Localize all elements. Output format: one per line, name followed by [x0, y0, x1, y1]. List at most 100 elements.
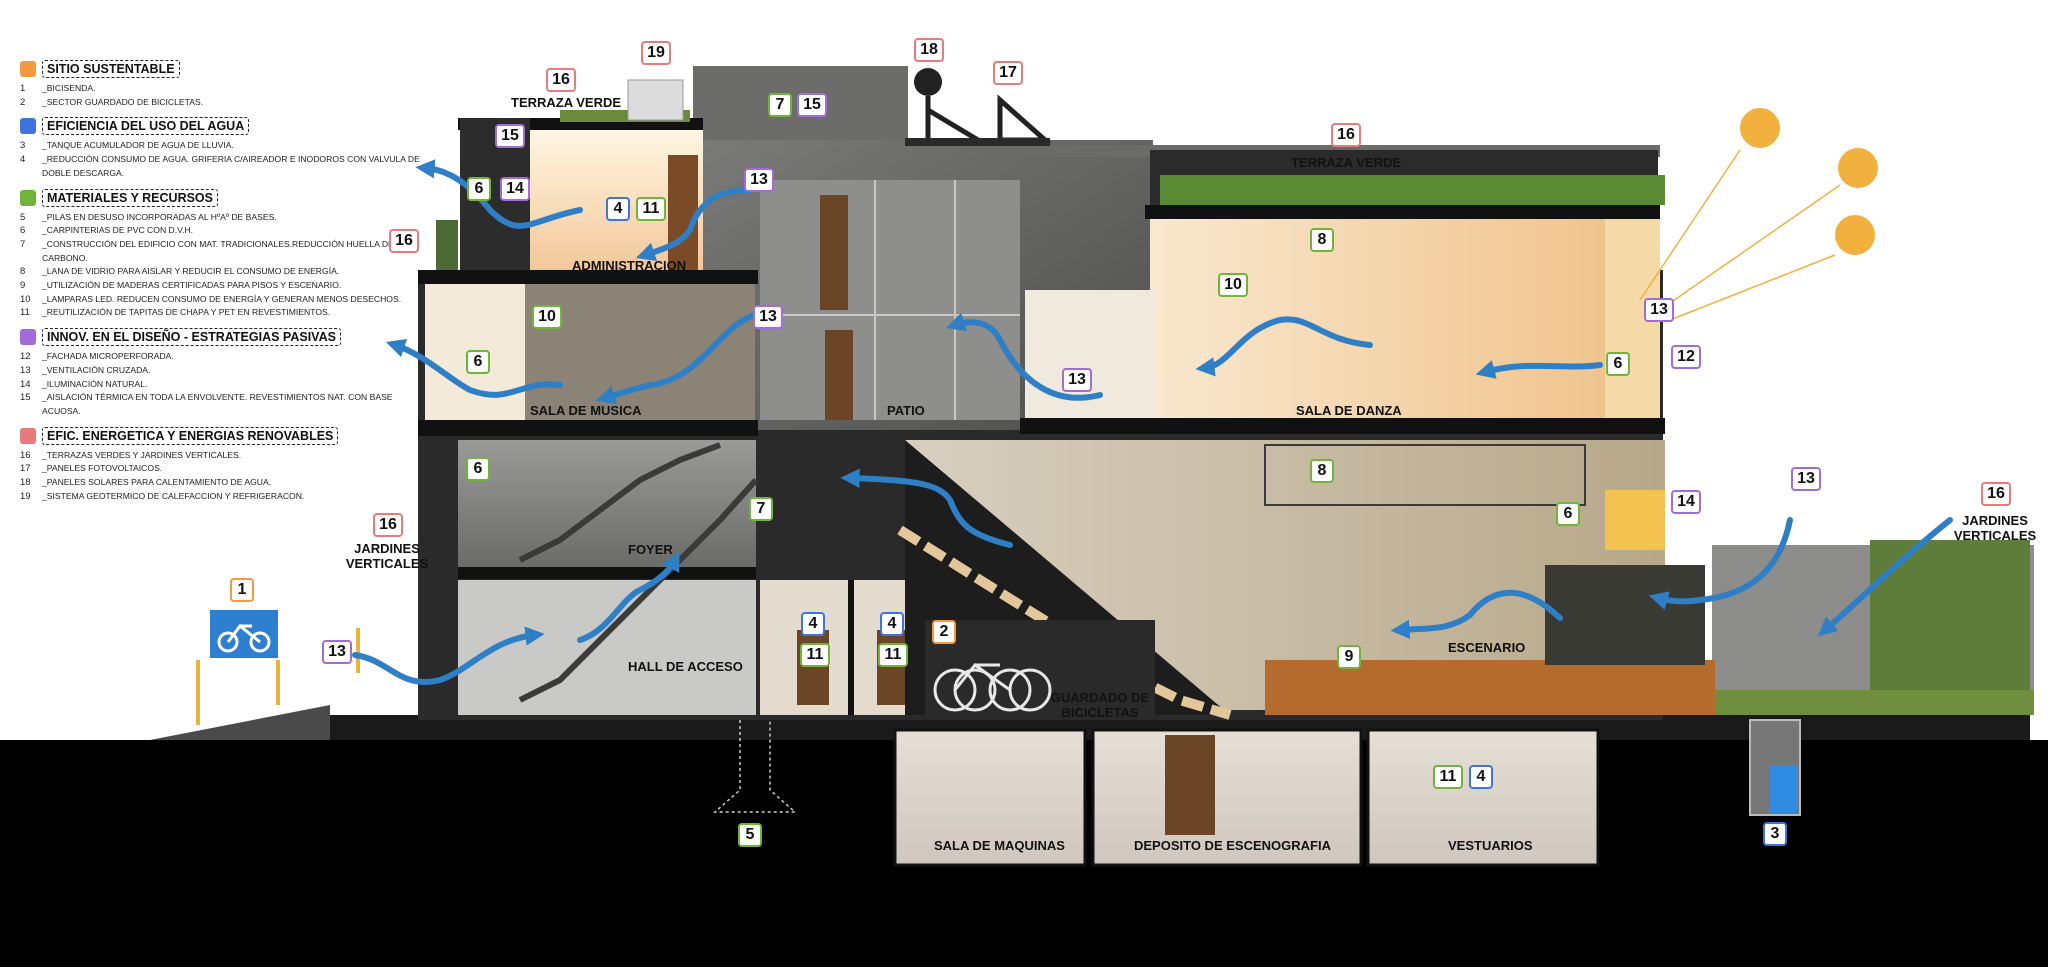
- door: [668, 155, 698, 270]
- badge-14: 14: [1671, 490, 1701, 514]
- badge-13: 13: [744, 168, 774, 192]
- badge-7: 7: [768, 93, 792, 117]
- badge-11: 11: [800, 643, 830, 667]
- legend-item: 12_FACHADA MICROPERFORADA.: [20, 351, 174, 363]
- badge-12: 12: [1671, 345, 1701, 369]
- bicycle-icon: [933, 662, 1052, 712]
- room-deposito: [1091, 728, 1363, 867]
- swatch-green: [20, 189, 36, 206]
- label-terraza-verde: TERRAZA VERDE: [1291, 155, 1402, 170]
- legend-section-renovables: EFIC. ENERGETICA Y ENERGIAS RENOVABLES 1…: [20, 426, 420, 504]
- airflow-arrows: [352, 159, 1953, 685]
- legend-section-sitio: SITIO SUSTENTABLE 1_BICISENDA. 2_SECTOR …: [20, 60, 420, 109]
- legend-item: 18_PANELES SOLARES PARA CALENTAMIENTO DE…: [20, 477, 272, 489]
- legend-item: 2_SECTOR GUARDADO DE BICICLETAS.: [20, 96, 204, 108]
- label-sala-danza: SALA DE DANZA: [1296, 403, 1402, 418]
- legend-title: EFIC. ENERGETICA Y ENERGIAS RENOVABLES: [42, 426, 339, 445]
- legend-section-agua: EFICIENCIA DEL USO DEL AGUA 3_TANQUE ACU…: [20, 117, 420, 180]
- swatch-pink: [20, 427, 36, 444]
- badge-2: 2: [932, 620, 956, 644]
- badge-7: 7: [749, 497, 773, 521]
- stage-lighting: [1264, 444, 1586, 506]
- lawn: [1712, 690, 2034, 715]
- badge-4: 4: [801, 612, 825, 636]
- legend-item: 3_TANQUE ACUMULADOR DE AGUA DE LLUVIA.: [20, 140, 234, 152]
- badge-13: 13: [322, 640, 352, 664]
- label-guardado-bicicletas: GUARDADO DE BICICLETAS: [1050, 690, 1150, 720]
- badge-13: 13: [753, 305, 783, 329]
- badge-11: 11: [636, 197, 666, 221]
- bicycle-parking: [925, 620, 1155, 715]
- solar-panels: [905, 68, 1052, 146]
- label-terraza-verde: TERRAZA VERDE: [511, 95, 622, 110]
- label-hall-acceso: HALL DE ACCESO: [628, 659, 743, 674]
- legend-item: 1_BICISENDA.: [20, 83, 96, 94]
- stage-wing: [1545, 565, 1705, 665]
- legend-item: 7_CONSTRUCCIÓN DEL EDIFICIO CON MAT. TRA…: [20, 238, 394, 263]
- badge-13: 13: [1644, 298, 1674, 322]
- patio-glass: [760, 180, 1020, 420]
- sun-rays: [1639, 149, 1841, 321]
- ramp: [150, 705, 330, 740]
- light-well: [1605, 490, 1665, 550]
- badge-6: 6: [1556, 502, 1580, 526]
- badge-18: 18: [914, 38, 944, 62]
- badge-16: 16: [1331, 123, 1361, 147]
- bicycle-icon: [217, 623, 271, 653]
- label-sala-musica: SALA DE MUSICA: [530, 403, 642, 418]
- legend: SITIO SUSTENTABLE 1_BICISENDA. 2_SECTOR …: [20, 60, 420, 511]
- label-jardines-verticales: JARDINES VERTICALES: [1953, 513, 2037, 543]
- label-jardines-verticales: JARDINES VERTICALES: [345, 541, 429, 571]
- badge-4: 4: [1469, 765, 1493, 789]
- green-roof-danza: [1160, 175, 1665, 205]
- badge-6: 6: [466, 350, 490, 374]
- label-escenario: ESCENARIO: [1448, 640, 1526, 655]
- badge-13: 13: [1791, 467, 1821, 491]
- badge-13: 13: [1062, 368, 1092, 392]
- slab: [418, 270, 758, 284]
- badge-16: 16: [389, 229, 419, 253]
- badge-19: 19: [641, 41, 671, 65]
- legend-item: 5_PILAS EN DESUSO INCORPORADAS AL HºAº D…: [20, 211, 277, 223]
- badge-11: 11: [1433, 765, 1463, 789]
- legend-item: 13_VENTILACIÓN CRUZADA.: [20, 364, 151, 376]
- legend-item: 10_LAMPARAS LED. REDUCEN CONSUMO DE ENER…: [20, 293, 402, 305]
- badge-14: 14: [500, 177, 530, 201]
- badge-6: 6: [466, 457, 490, 481]
- legend-title: MATERIALES Y RECURSOS: [42, 188, 218, 207]
- badge-6: 6: [1606, 352, 1630, 376]
- room-sala-danza: [1150, 219, 1605, 419]
- legend-item: 8_LANA DE VIDRIO PARA AISLAR Y REDUCIR E…: [20, 266, 340, 278]
- label-administracion: ADMINISTRACION: [572, 258, 687, 273]
- legend-item: 19_SISTEMA GEOTERMICO DE CALEFACCION Y R…: [20, 490, 305, 502]
- badge-10: 10: [532, 305, 562, 329]
- badge-6: 6: [467, 177, 491, 201]
- badge-9: 9: [1337, 645, 1361, 669]
- room-hall-acceso: [458, 580, 756, 715]
- legend-item: 9_UTILIZACIÓN DE MADERAS CERTIFICADAS PA…: [20, 280, 342, 292]
- legend-item: 4_REDUCCIÓN CONSUMO DE AGUA. GRIFERIA C/…: [20, 154, 420, 178]
- badge-16: 16: [373, 513, 403, 537]
- legend-item: 16_TERRAZAS VERDES Y JARDINES VERTICALES…: [20, 449, 242, 461]
- swatch-orange: [20, 61, 36, 77]
- danza-side: [1025, 290, 1155, 420]
- badge-11: 11: [878, 643, 908, 667]
- room-vestuarios: [1366, 728, 1600, 867]
- badge-15: 15: [495, 124, 525, 148]
- label-sala-maquinas: SALA DE MAQUINAS: [934, 838, 1065, 853]
- badge-5: 5: [738, 823, 762, 847]
- badge-10: 10: [1218, 273, 1248, 297]
- swatch-blue: [20, 118, 36, 135]
- staircase: [518, 442, 722, 563]
- badge-4: 4: [880, 612, 904, 636]
- badge-4: 4: [606, 197, 630, 221]
- swatch-purple: [20, 329, 36, 346]
- legend-item: 11_REUTILIZACIÓN DE TAPITAS DE CHAPA Y P…: [20, 307, 331, 319]
- legend-item: 17_PANELES FOTOVOLTAICOS.: [20, 463, 163, 475]
- badge-16: 16: [1981, 482, 2011, 506]
- slab: [1145, 205, 1660, 219]
- legend-item: 15_AISLACIÓN TÉRMICA EN TODA LA ENVOLVEN…: [20, 392, 393, 416]
- legend-title: SITIO SUSTENTABLE: [42, 60, 180, 78]
- badge-3: 3: [1763, 822, 1787, 846]
- legend-title: EFICIENCIA DEL USO DEL AGUA: [42, 117, 250, 136]
